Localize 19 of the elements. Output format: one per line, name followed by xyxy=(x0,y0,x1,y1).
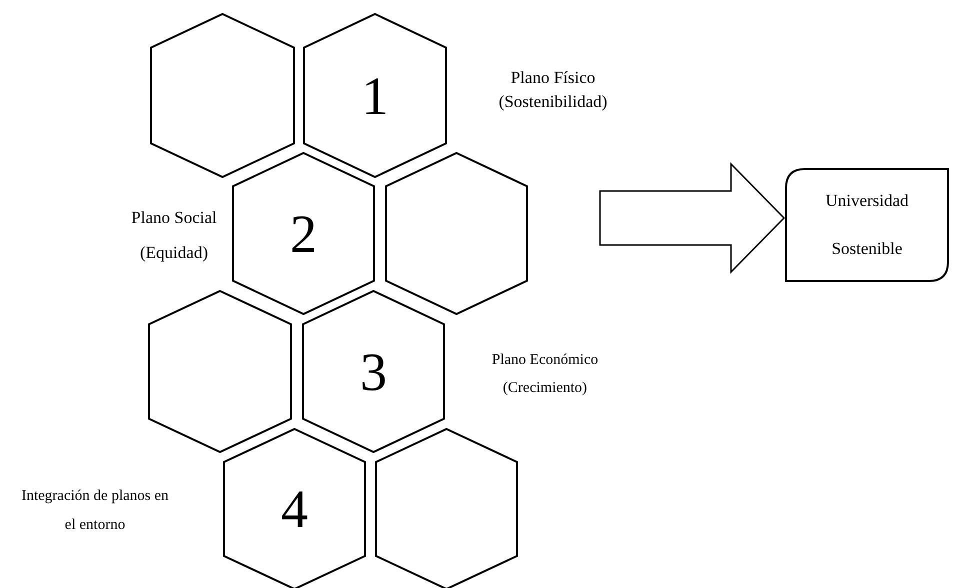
plane-caption: Integración de planos en el entorno xyxy=(20,487,170,535)
hexagon-number: 1 xyxy=(362,68,388,122)
result-box xyxy=(785,168,949,282)
hexagon-number: 4 xyxy=(281,482,308,536)
hexagon xyxy=(150,13,295,178)
hexagon xyxy=(148,290,292,453)
box-label: Universidad Sostenible xyxy=(824,190,910,260)
hexagon xyxy=(223,428,366,588)
hexagon-number: 2 xyxy=(290,206,317,260)
plane-caption: Plano Social (Equidad) xyxy=(130,207,218,264)
hexagon xyxy=(302,290,445,453)
plane-caption: Plano Económico (Crecimiento) xyxy=(490,351,600,398)
block-arrow xyxy=(599,162,786,274)
hexagon xyxy=(375,428,518,588)
hexagon-number: 3 xyxy=(360,344,387,398)
hexagon xyxy=(385,152,528,315)
plane-caption: Plano Físico (Sostenibilidad) xyxy=(498,67,608,113)
hexagon xyxy=(303,13,447,178)
hexagon xyxy=(232,152,375,315)
